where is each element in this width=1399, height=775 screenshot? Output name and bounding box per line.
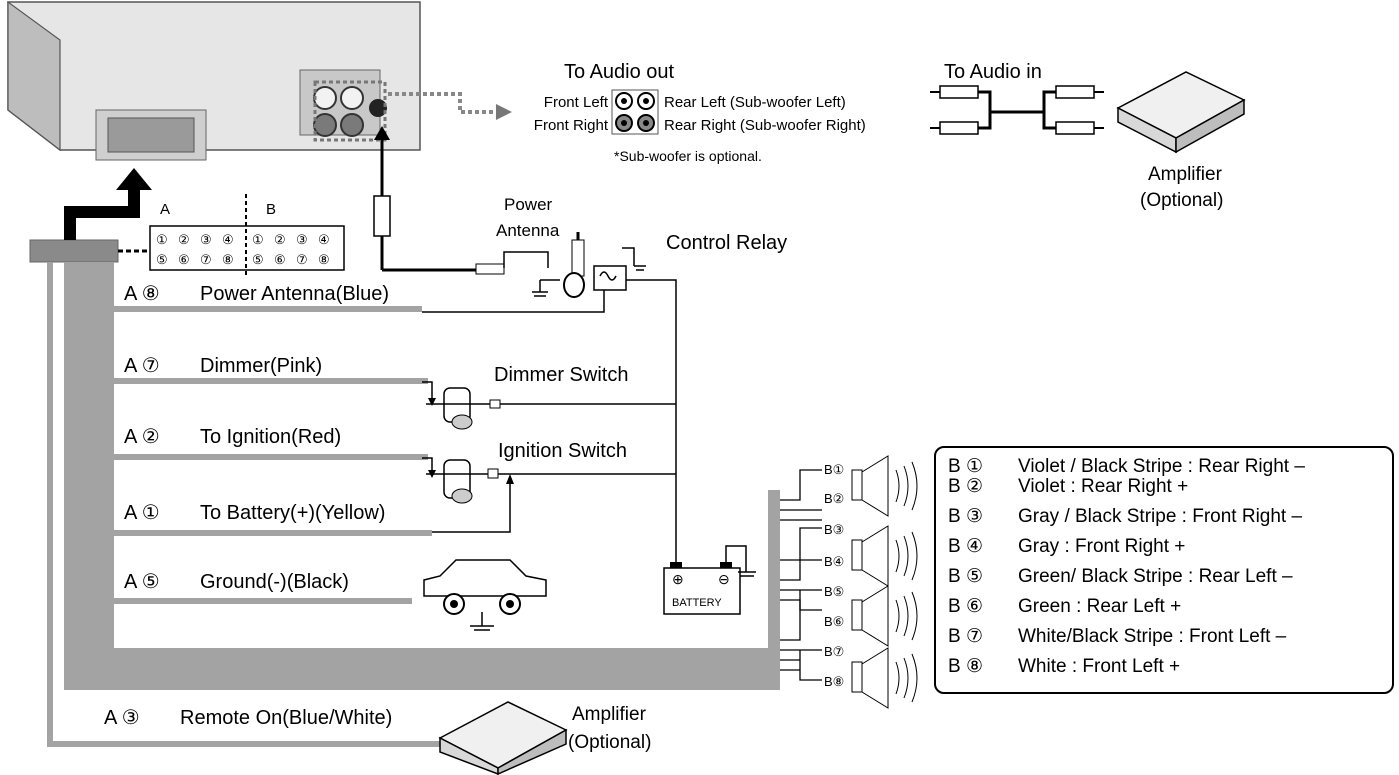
amplifier-top-label1: Amplifier	[1148, 164, 1223, 185]
battery-label: BATTERY	[672, 597, 722, 609]
speaker-pin: B⑥	[824, 614, 844, 629]
connector-label-a: A	[160, 201, 170, 218]
connector-pin: ⑧	[222, 252, 234, 267]
connector-pin: ⑦	[296, 252, 308, 267]
connector-pin: ⑥	[178, 252, 190, 267]
connector-pin: ①	[156, 232, 168, 247]
legend-pin: B ②	[948, 476, 983, 497]
legend-text: Violet / Black Stripe : Rear Right –	[1018, 456, 1305, 477]
legend-row: B ⑤ Green/ Black Stripe : Rear Left –	[948, 566, 1293, 588]
front-left-label: Front Left	[544, 94, 609, 111]
connector-pin: ④	[222, 232, 234, 247]
connector-pin: ③	[200, 232, 212, 247]
legend-pin: B ③	[948, 506, 983, 527]
power-antenna-icon	[532, 232, 585, 298]
legend-row: B ⑥ Green : Rear Left +	[948, 596, 1181, 618]
wire-label-remote: Remote On(Blue/White)	[180, 707, 392, 729]
car-ground-icon	[423, 559, 547, 631]
control-relay-label: Control Relay	[666, 232, 787, 254]
battery-icon: ⊕ ⊖	[663, 545, 756, 615]
legend-pin: B ⑤	[948, 566, 983, 587]
dimmer-switch-icon	[422, 381, 676, 430]
rear-right-label: Rear Right (Sub-woofer Right)	[664, 117, 866, 134]
ignition-switch-icon	[422, 457, 677, 568]
audio-out-title: To Audio out	[564, 61, 675, 83]
legend-row: B ② Violet : Rear Right +	[948, 476, 1188, 498]
legend-pin: B ⑧	[948, 656, 983, 677]
front-right-label: Front Right	[534, 117, 609, 134]
legend-text: White : Front Left +	[1018, 656, 1181, 677]
speaker-pin: B⑧	[824, 674, 844, 689]
legend-text: Gray / Black Stripe : Front Right –	[1018, 506, 1303, 527]
dimmer-switch-label: Dimmer Switch	[494, 364, 628, 386]
legend-row: B ⑦ White/Black Stripe : Front Left –	[948, 626, 1286, 648]
legend-pin: B ⑥	[948, 596, 983, 617]
ignition-switch-label: Ignition Switch	[498, 440, 627, 462]
connector-block	[149, 194, 345, 276]
wire-label-ignition: To Ignition(Red)	[200, 426, 341, 448]
audio-out-arrow	[388, 92, 512, 120]
antenna-cable	[373, 126, 549, 275]
legend-row: B ④ Gray : Front Right +	[948, 536, 1185, 558]
control-relay-icon	[422, 247, 677, 474]
rear-left-label: Rear Left (Sub-woofer Left)	[664, 94, 846, 111]
connector-pin: ②	[274, 232, 286, 247]
speaker-pin: B③	[824, 522, 844, 537]
legend-pin: B ①	[948, 456, 983, 477]
amplifier-top-label2: (Optional)	[1140, 190, 1223, 211]
legend-text: Green/ Black Stripe : Rear Left –	[1018, 566, 1293, 587]
legend-text: Violet : Rear Right +	[1018, 476, 1189, 497]
svg-text:⊕: ⊕	[672, 571, 684, 587]
connector-label-b: B	[266, 201, 276, 218]
connector-pin: ③	[296, 232, 308, 247]
svg-text:⊖: ⊖	[718, 571, 730, 587]
legend-text: White/Black Stripe : Front Left –	[1018, 626, 1287, 647]
connector-pin: ②	[178, 232, 190, 247]
connector-pin: ①	[252, 232, 264, 247]
speaker-pin: B②	[824, 491, 844, 506]
legend-text: Green : Rear Left +	[1018, 596, 1182, 617]
wire-harness	[29, 168, 780, 747]
wire-pin-a8: A ⑧	[124, 283, 160, 305]
speaker-pin: B①	[824, 462, 844, 477]
connector-pin: ④	[318, 232, 330, 247]
connector-pin: ⑤	[252, 252, 264, 267]
wire-pin-a7: A ⑦	[124, 355, 160, 377]
legend-row: B ③ Gray / Black Stripe : Front Right –	[948, 506, 1302, 528]
subwoofer-note: *Sub-woofer is optional.	[614, 148, 762, 164]
legend-row: B ① Violet / Black Stripe : Rear Right –	[948, 456, 1305, 478]
power-antenna-label2: Antenna	[496, 221, 560, 240]
audio-in-title: To Audio in	[944, 61, 1042, 83]
legend-text: Gray : Front Right +	[1018, 536, 1186, 557]
amplifier-bottom-label2: (Optional)	[568, 732, 651, 753]
connector-pin: ⑦	[200, 252, 212, 267]
rca-jacks-icon	[611, 89, 659, 135]
speaker-pin: B④	[824, 554, 844, 569]
connector-pin: ⑥	[274, 252, 286, 267]
wire-pin-a2: A ②	[124, 426, 160, 448]
wire-pin-a1: A ①	[124, 502, 160, 524]
connector-pin: ⑧	[318, 252, 330, 267]
amplifier-bottom-label1: Amplifier	[572, 704, 647, 725]
rca-cable-icon	[930, 85, 1104, 135]
wire-label-power-antenna: Power Antenna(Blue)	[200, 283, 389, 305]
speakers	[780, 455, 918, 709]
head-unit	[7, 0, 421, 161]
wire-label-dimmer: Dimmer(Pink)	[200, 355, 322, 377]
amplifier-bottom-icon	[438, 701, 568, 775]
wire-label-ground: Ground(-)(Black)	[200, 571, 349, 593]
speaker-pin: B⑦	[824, 644, 844, 659]
legend-row: B ⑧ White : Front Left +	[948, 656, 1180, 678]
wire-pin-a5: A ⑤	[124, 571, 160, 593]
legend-pin: B ④	[948, 536, 983, 557]
connector-pin: ⑤	[156, 252, 168, 267]
legend-pin: B ⑦	[948, 626, 983, 647]
wire-pin-a3: A ③	[104, 707, 140, 729]
amplifier-top-icon	[1116, 71, 1246, 154]
power-antenna-label1: Power	[504, 195, 553, 214]
wire-label-battery: To Battery(+)(Yellow)	[200, 502, 385, 524]
speaker-pin: B⑤	[824, 584, 844, 599]
